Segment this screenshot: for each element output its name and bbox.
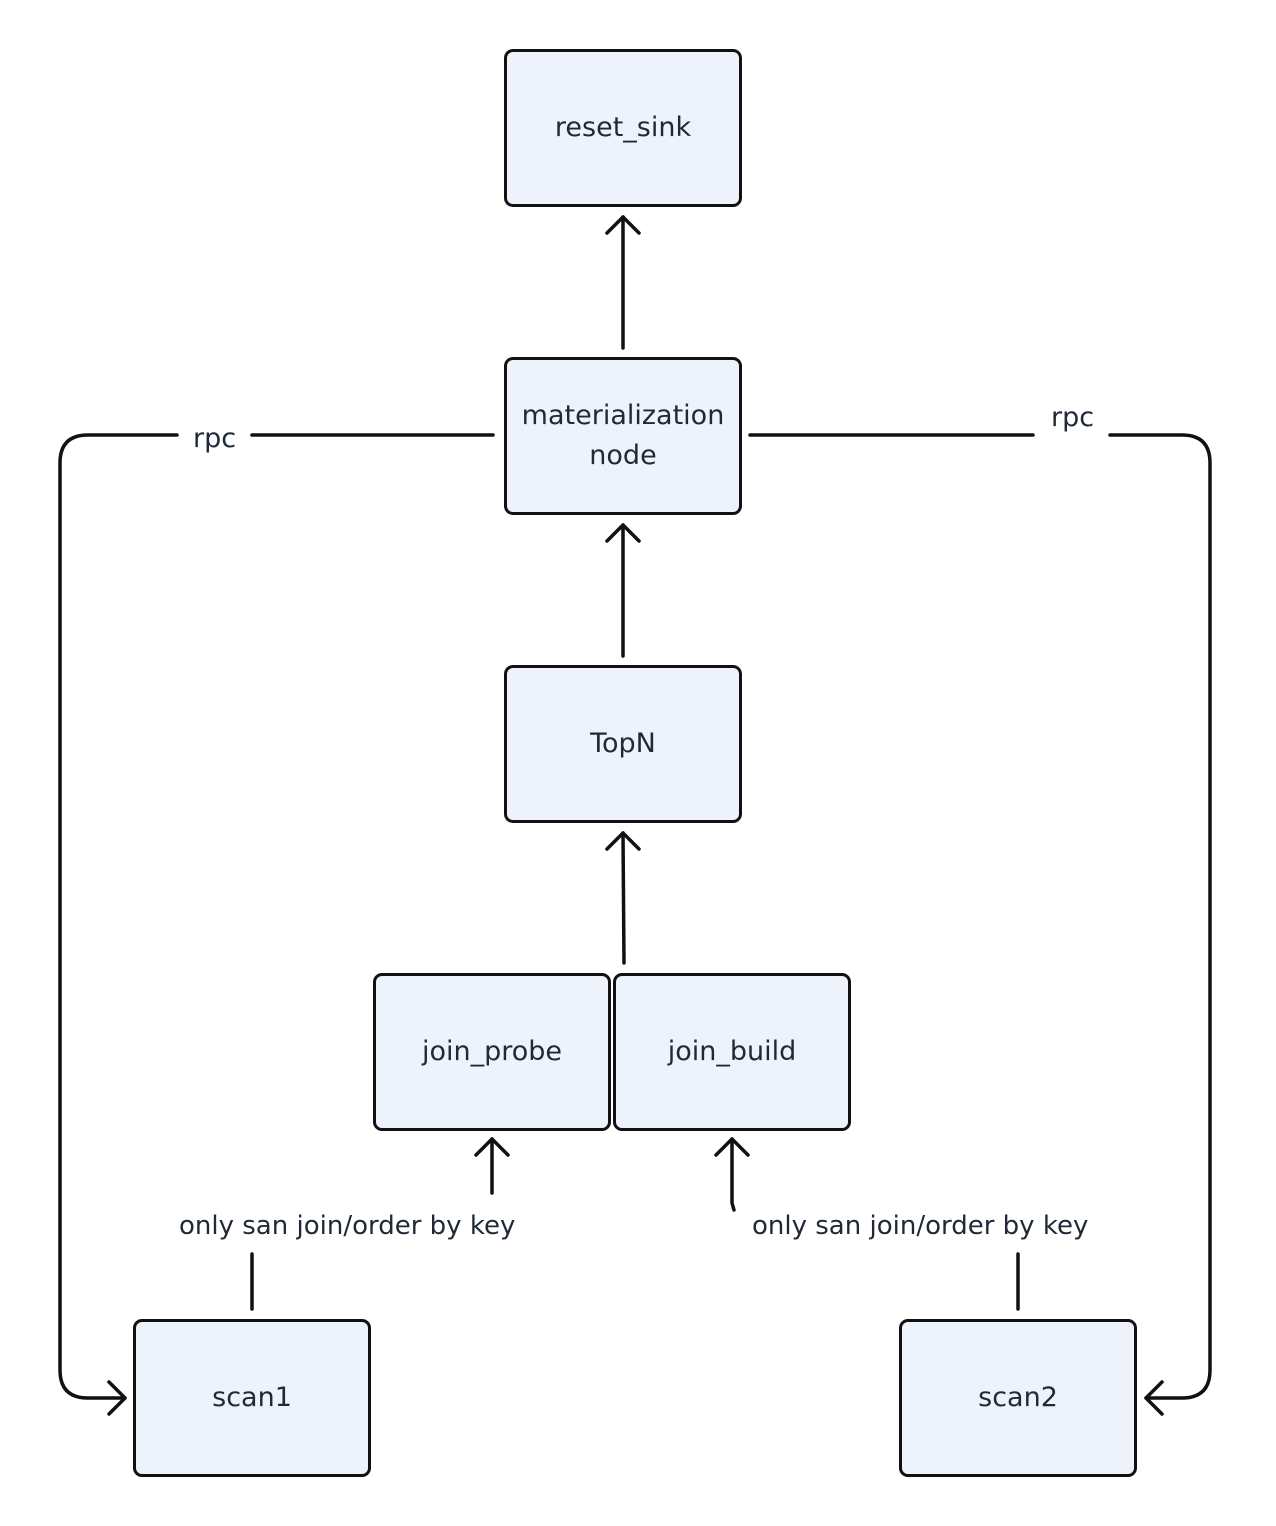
node-topn-label: TopN [590,728,656,759]
edge-label-scan1-filter: only san join/order by key [179,1211,516,1241]
node-reset-sink: reset_sink [504,49,742,207]
node-topn: TopN [504,665,742,823]
edge-rpc-left [58,433,495,1400]
node-materialization-label: materialization node [522,396,725,476]
node-materialization-label-line2: node [589,440,657,471]
edge-label-rpc-right: rpc [1051,402,1095,433]
arrowhead-materialization [605,523,641,543]
node-join-build: join_build [613,973,851,1131]
node-reset-sink-label: reset_sink [554,112,692,143]
edge-label-scan2-filter: only san join/order by key [752,1211,1089,1241]
arrowhead-topn [605,831,641,851]
arrowhead-scan1 [107,1380,127,1416]
arrowhead-join-probe [474,1137,510,1157]
node-join-probe-label: join_probe [421,1036,563,1067]
node-scan1-label: scan1 [212,1382,292,1413]
node-join-probe: join_probe [373,973,611,1131]
arrowhead-reset-sink [605,215,641,235]
node-scan1: scan1 [133,1319,371,1477]
edge-scan2-to-join-build-upper [730,1137,736,1212]
arrowhead-scan2 [1144,1380,1164,1416]
node-materialization: materialization node [504,357,742,515]
node-scan2: scan2 [899,1319,1137,1477]
edge-rpc-right [748,433,1212,1400]
node-scan2-label: scan2 [978,1382,1058,1413]
node-materialization-label-line1: materialization [521,400,725,431]
edge-label-rpc-left: rpc [193,423,237,454]
arrowhead-join-build [714,1137,750,1157]
node-join-build-label: join_build [667,1036,797,1067]
edge-join-to-topn [621,831,626,965]
